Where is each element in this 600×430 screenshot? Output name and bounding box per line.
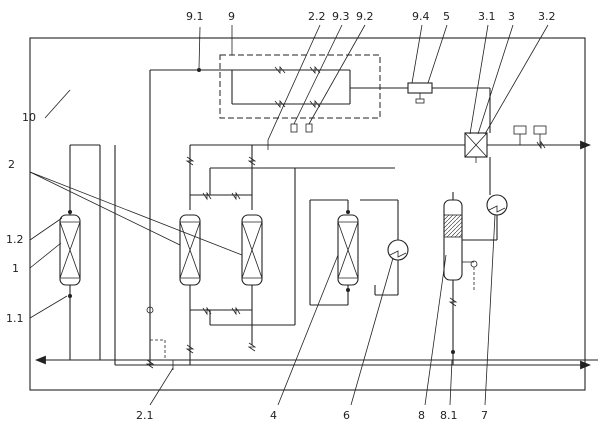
label-2: 2 <box>8 158 15 171</box>
label-9: 9 <box>228 10 235 23</box>
label-3: 3 <box>508 10 515 23</box>
leader-lines <box>29 24 549 406</box>
reactor-2a <box>179 145 201 365</box>
reactor-2-crossovers <box>145 167 395 370</box>
label-4: 4 <box>270 409 277 422</box>
label-3-1: 3.1 <box>478 10 496 23</box>
unit-9-dashed-box <box>219 54 381 119</box>
label-1-2: 1.2 <box>6 233 24 246</box>
label-2-2: 2.2 <box>308 10 326 23</box>
component-5 <box>407 82 433 104</box>
label-6: 6 <box>343 409 350 422</box>
label-8: 8 <box>418 409 425 422</box>
unit-9-piping <box>149 65 491 365</box>
label-9-2: 9.2 <box>356 10 374 23</box>
label-7: 7 <box>481 409 488 422</box>
label-10: 10 <box>22 111 36 124</box>
system-boundary <box>29 37 586 391</box>
label-3-2: 3.2 <box>538 10 556 23</box>
cooler-6 <box>360 199 409 296</box>
labels: 9.1 9 2.2 9.3 9.2 9.4 5 3.1 3 3.2 10 2 1… <box>6 10 556 422</box>
label-5: 5 <box>443 10 450 23</box>
label-9-1: 9.1 <box>186 10 204 23</box>
reactor-2b <box>241 145 263 352</box>
label-1: 1 <box>12 262 19 275</box>
label-1-1: 1.1 <box>6 312 24 325</box>
cooler-7 <box>486 157 508 241</box>
label-8-1: 8.1 <box>440 409 458 422</box>
label-9-3: 9.3 <box>332 10 350 23</box>
separator-8 <box>443 192 490 365</box>
label-9-4: 9.4 <box>412 10 430 23</box>
reactor-4 <box>309 199 359 306</box>
main-header <box>190 125 592 163</box>
reactor-1 <box>59 144 101 360</box>
label-2-1: 2.1 <box>136 409 154 422</box>
